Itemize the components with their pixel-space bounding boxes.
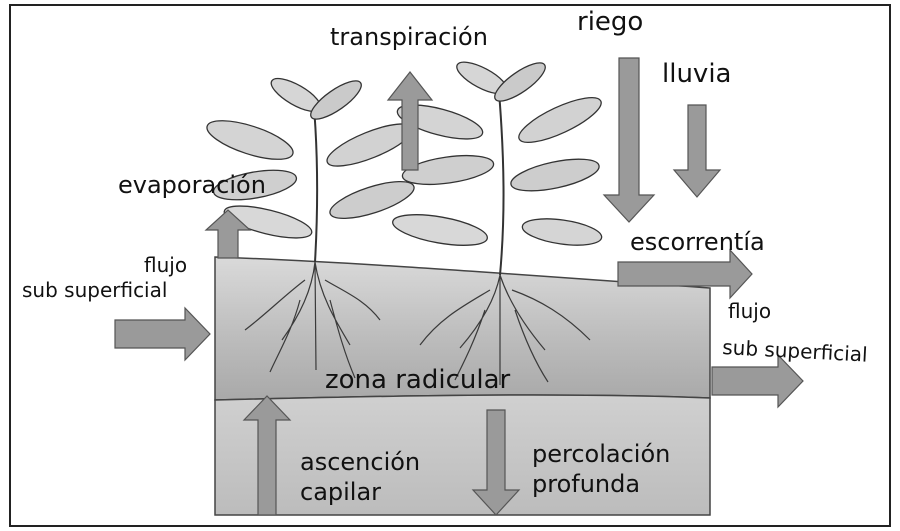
label-inflow-line2: sub superficial: [22, 278, 167, 302]
label-evaporation: evaporación: [118, 171, 266, 199]
label-rain: lluvia: [662, 59, 731, 89]
label-transpiration: transpiración: [330, 23, 488, 51]
label-percolation-line1: percolación: [532, 440, 670, 468]
label-runoff: escorrentía: [630, 228, 765, 256]
rain-arrow: [674, 105, 720, 197]
label-inflow-line1: flujo: [144, 253, 187, 277]
label-percolation-line2: profunda: [532, 470, 640, 498]
irrigation-arrow: [604, 58, 654, 222]
label-irrigation: riego: [577, 7, 643, 37]
label-outflow-line2: sub superficial: [722, 335, 868, 367]
label-root-zone: zona radicular: [325, 365, 511, 395]
label-capillary-line1: ascención: [300, 448, 420, 476]
subsurface-inflow-arrow: [115, 308, 210, 360]
label-capillary-line2: capilar: [300, 478, 381, 506]
subsurface-outflow-arrow: [712, 355, 803, 407]
label-outflow-line1: flujo: [728, 299, 771, 323]
